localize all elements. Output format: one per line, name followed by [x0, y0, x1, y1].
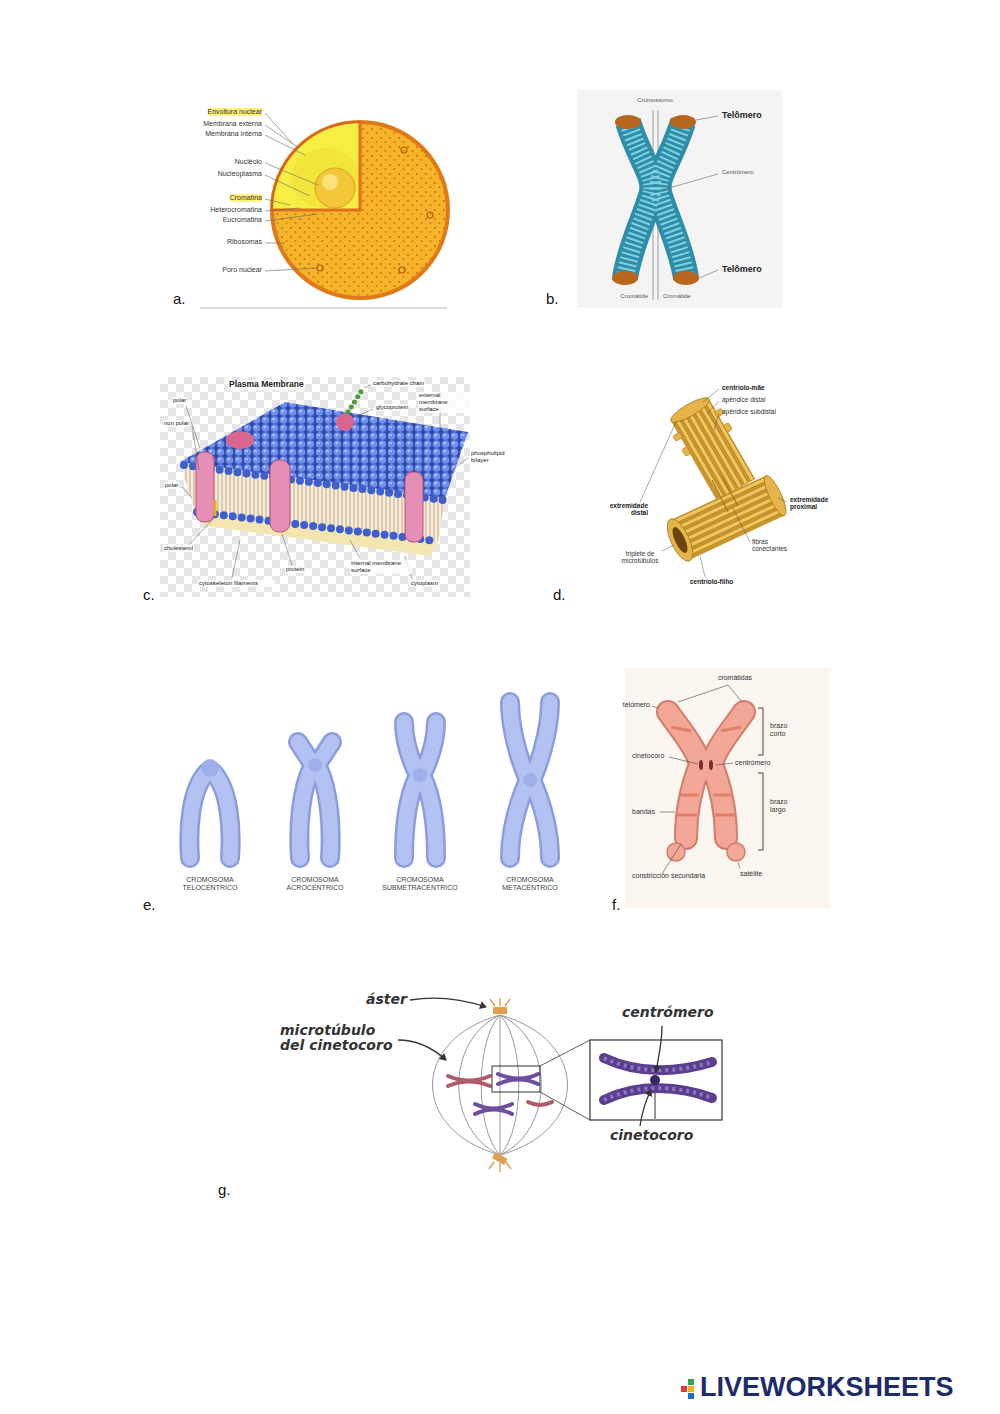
part-label: Telômero: [722, 110, 762, 120]
part-label: Ribosomas: [227, 238, 262, 246]
part-label: constricción secundaria: [632, 872, 712, 880]
part-label: apêndice distal: [722, 396, 765, 403]
mitotic-spindle: [398, 998, 722, 1172]
part-label: centrómero: [622, 1005, 714, 1020]
plasma-membrane: [160, 377, 470, 597]
part-label: CROMOSOMA ACROCÉNTRICO: [273, 876, 358, 892]
part-label: glycoprotein: [375, 404, 409, 411]
part-label: cinetocoro: [632, 752, 664, 760]
leader-lines: [265, 113, 318, 271]
part-label: external membrane surface: [418, 392, 470, 413]
part-label: Telômero: [722, 264, 762, 274]
part-label: protein: [285, 566, 305, 573]
panel-letter: g.: [218, 1181, 231, 1198]
part-label: cholesterol: [163, 545, 194, 552]
part-label: cromátidas: [718, 674, 752, 682]
panel-letter: a.: [173, 290, 186, 307]
panel-letter: f.: [612, 896, 620, 913]
part-label: centrómero: [735, 759, 770, 767]
part-label: brazo largo: [770, 798, 805, 814]
panel-letter: d.: [553, 586, 566, 603]
part-label: polar: [164, 482, 179, 489]
part-label: cytoplasm: [410, 580, 439, 587]
part-label: Poro nuclear: [222, 266, 262, 274]
watermark: LIVEWORKSHEETS: [700, 1372, 954, 1403]
part-label: polar: [172, 397, 187, 404]
part-label: Cromossomo: [637, 97, 673, 104]
part-label: Membrana interna: [205, 130, 262, 138]
part-label: brazo corto: [770, 722, 805, 738]
chromosome-types: [189, 702, 550, 858]
part-label: Nucleoplasma: [218, 170, 262, 178]
part-label: Nucléolo: [235, 158, 262, 166]
part-label: telómero: [623, 701, 650, 709]
part-label: satélite: [740, 870, 762, 878]
part-label: CROMOSOMA SUBMETRACÉNTRICO: [378, 876, 463, 892]
telomere-chromosome: [577, 90, 782, 308]
part-label: Envoltura nuclear: [208, 108, 262, 116]
watermark-logo: [681, 1379, 694, 1399]
part-label: centríolo-mãe: [722, 384, 765, 391]
part-label: Heterocromatina: [210, 206, 262, 214]
part-label: Membrana externa: [203, 120, 262, 128]
part-label: triplete de microtúbulos: [613, 550, 668, 565]
part-label: extremidade proximal: [790, 496, 840, 511]
part-label: áster: [366, 992, 407, 1007]
part-label: CROMOSOMA METACÉNTRICO: [488, 876, 573, 892]
panel-letter: b.: [546, 290, 559, 307]
part-label: Cromátide: [620, 293, 648, 300]
part-label: cinetocoro: [610, 1128, 693, 1143]
part-label: extremidade distal: [600, 502, 648, 517]
part-label: CROMOSOMA TELOCÉNTRICO: [168, 876, 253, 892]
part-label: centríolo-filho: [690, 578, 733, 585]
nucleus-illustration: [200, 113, 448, 308]
part-label: microtúbulo del cinetocoro: [280, 1023, 395, 1054]
part-label: phospholipid bilayer: [470, 450, 517, 464]
chromosome-parts: [625, 668, 830, 908]
part-label: cytoskeleton filaments: [198, 580, 275, 587]
part-label: apêndice subdistal: [722, 408, 776, 415]
part-label: fibras conectantes: [752, 538, 797, 553]
part-label: carbohydrate chain: [372, 380, 425, 387]
part-label: Cromátide: [663, 293, 691, 300]
part-label: internal membrane surface: [350, 560, 412, 574]
part-label: Cromatina: [230, 194, 262, 202]
panel-letter: e.: [143, 896, 156, 913]
part-label: bandas: [632, 808, 655, 816]
part-label: Plasma Membrane: [228, 380, 305, 390]
part-label: Eucromatina: [223, 216, 262, 224]
part-label: Centrômero: [722, 169, 754, 176]
part-label: non polar: [163, 420, 190, 427]
panel-letter: c.: [143, 586, 155, 603]
